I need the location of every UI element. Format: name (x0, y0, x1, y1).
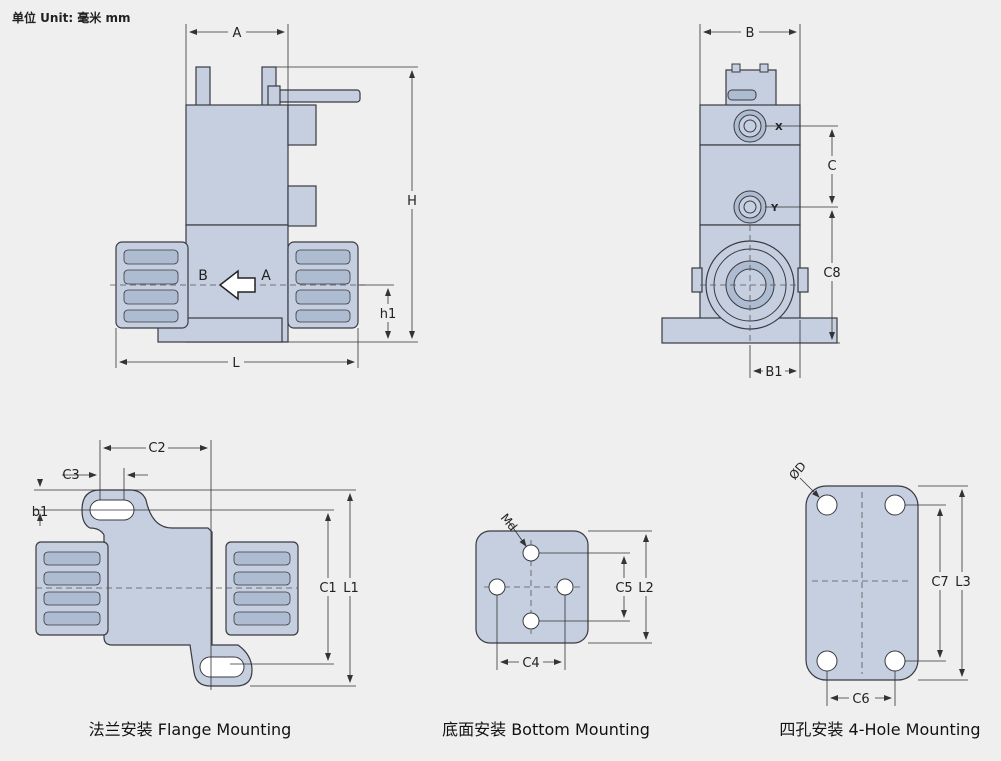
unit-label: 单位 Unit: 毫米 mm (12, 11, 131, 25)
dim-label-c: C (827, 159, 836, 174)
dim-label-c1: C1 (319, 581, 336, 596)
dim-label-l: L (232, 356, 240, 371)
dim-label-md: Md (498, 511, 520, 534)
dim-label-c2: C2 (148, 441, 165, 456)
dim-label-od: ØD (786, 459, 809, 482)
dim-label-h1: h1 (380, 307, 397, 322)
dim-label-b1-flange: b1 (32, 505, 49, 520)
dim-label-c5: C5 (615, 581, 632, 596)
dim-label-c3: C3 (62, 468, 79, 483)
flow-arrow-icon (218, 269, 256, 301)
four-holes (816, 494, 906, 672)
dim-label-c4: C4 (522, 656, 539, 671)
flow-inlet-label: A (261, 268, 271, 284)
dim-label-l1: L1 (343, 581, 359, 596)
dim-label-l2: L2 (638, 581, 654, 596)
side-view-union-ribs (123, 249, 351, 323)
port-label-x: X (775, 122, 783, 133)
dim-label-b1: B1 (765, 365, 782, 380)
flange-view-ribs (43, 551, 291, 626)
dim-label-h: H (407, 194, 417, 209)
dim-label-c7: C7 (931, 575, 948, 590)
dim-label-b: B (746, 26, 755, 41)
caption-flange-mounting: 法兰安装 Flange Mounting (88, 720, 292, 739)
port-label-y: Y (770, 203, 779, 214)
bottom-plate (475, 530, 589, 644)
dim-label-c6: C6 (852, 692, 869, 707)
caption-bottom-mounting: 底面安装 Bottom Mounting (442, 720, 650, 739)
flow-outlet-label: B (198, 268, 208, 284)
dim-label-c8: C8 (823, 266, 840, 281)
dim-label-l3: L3 (955, 575, 971, 590)
dim-label-a: A (233, 26, 242, 41)
caption-four-hole-mounting: 四孔安装 4-Hole Mounting (779, 720, 981, 739)
